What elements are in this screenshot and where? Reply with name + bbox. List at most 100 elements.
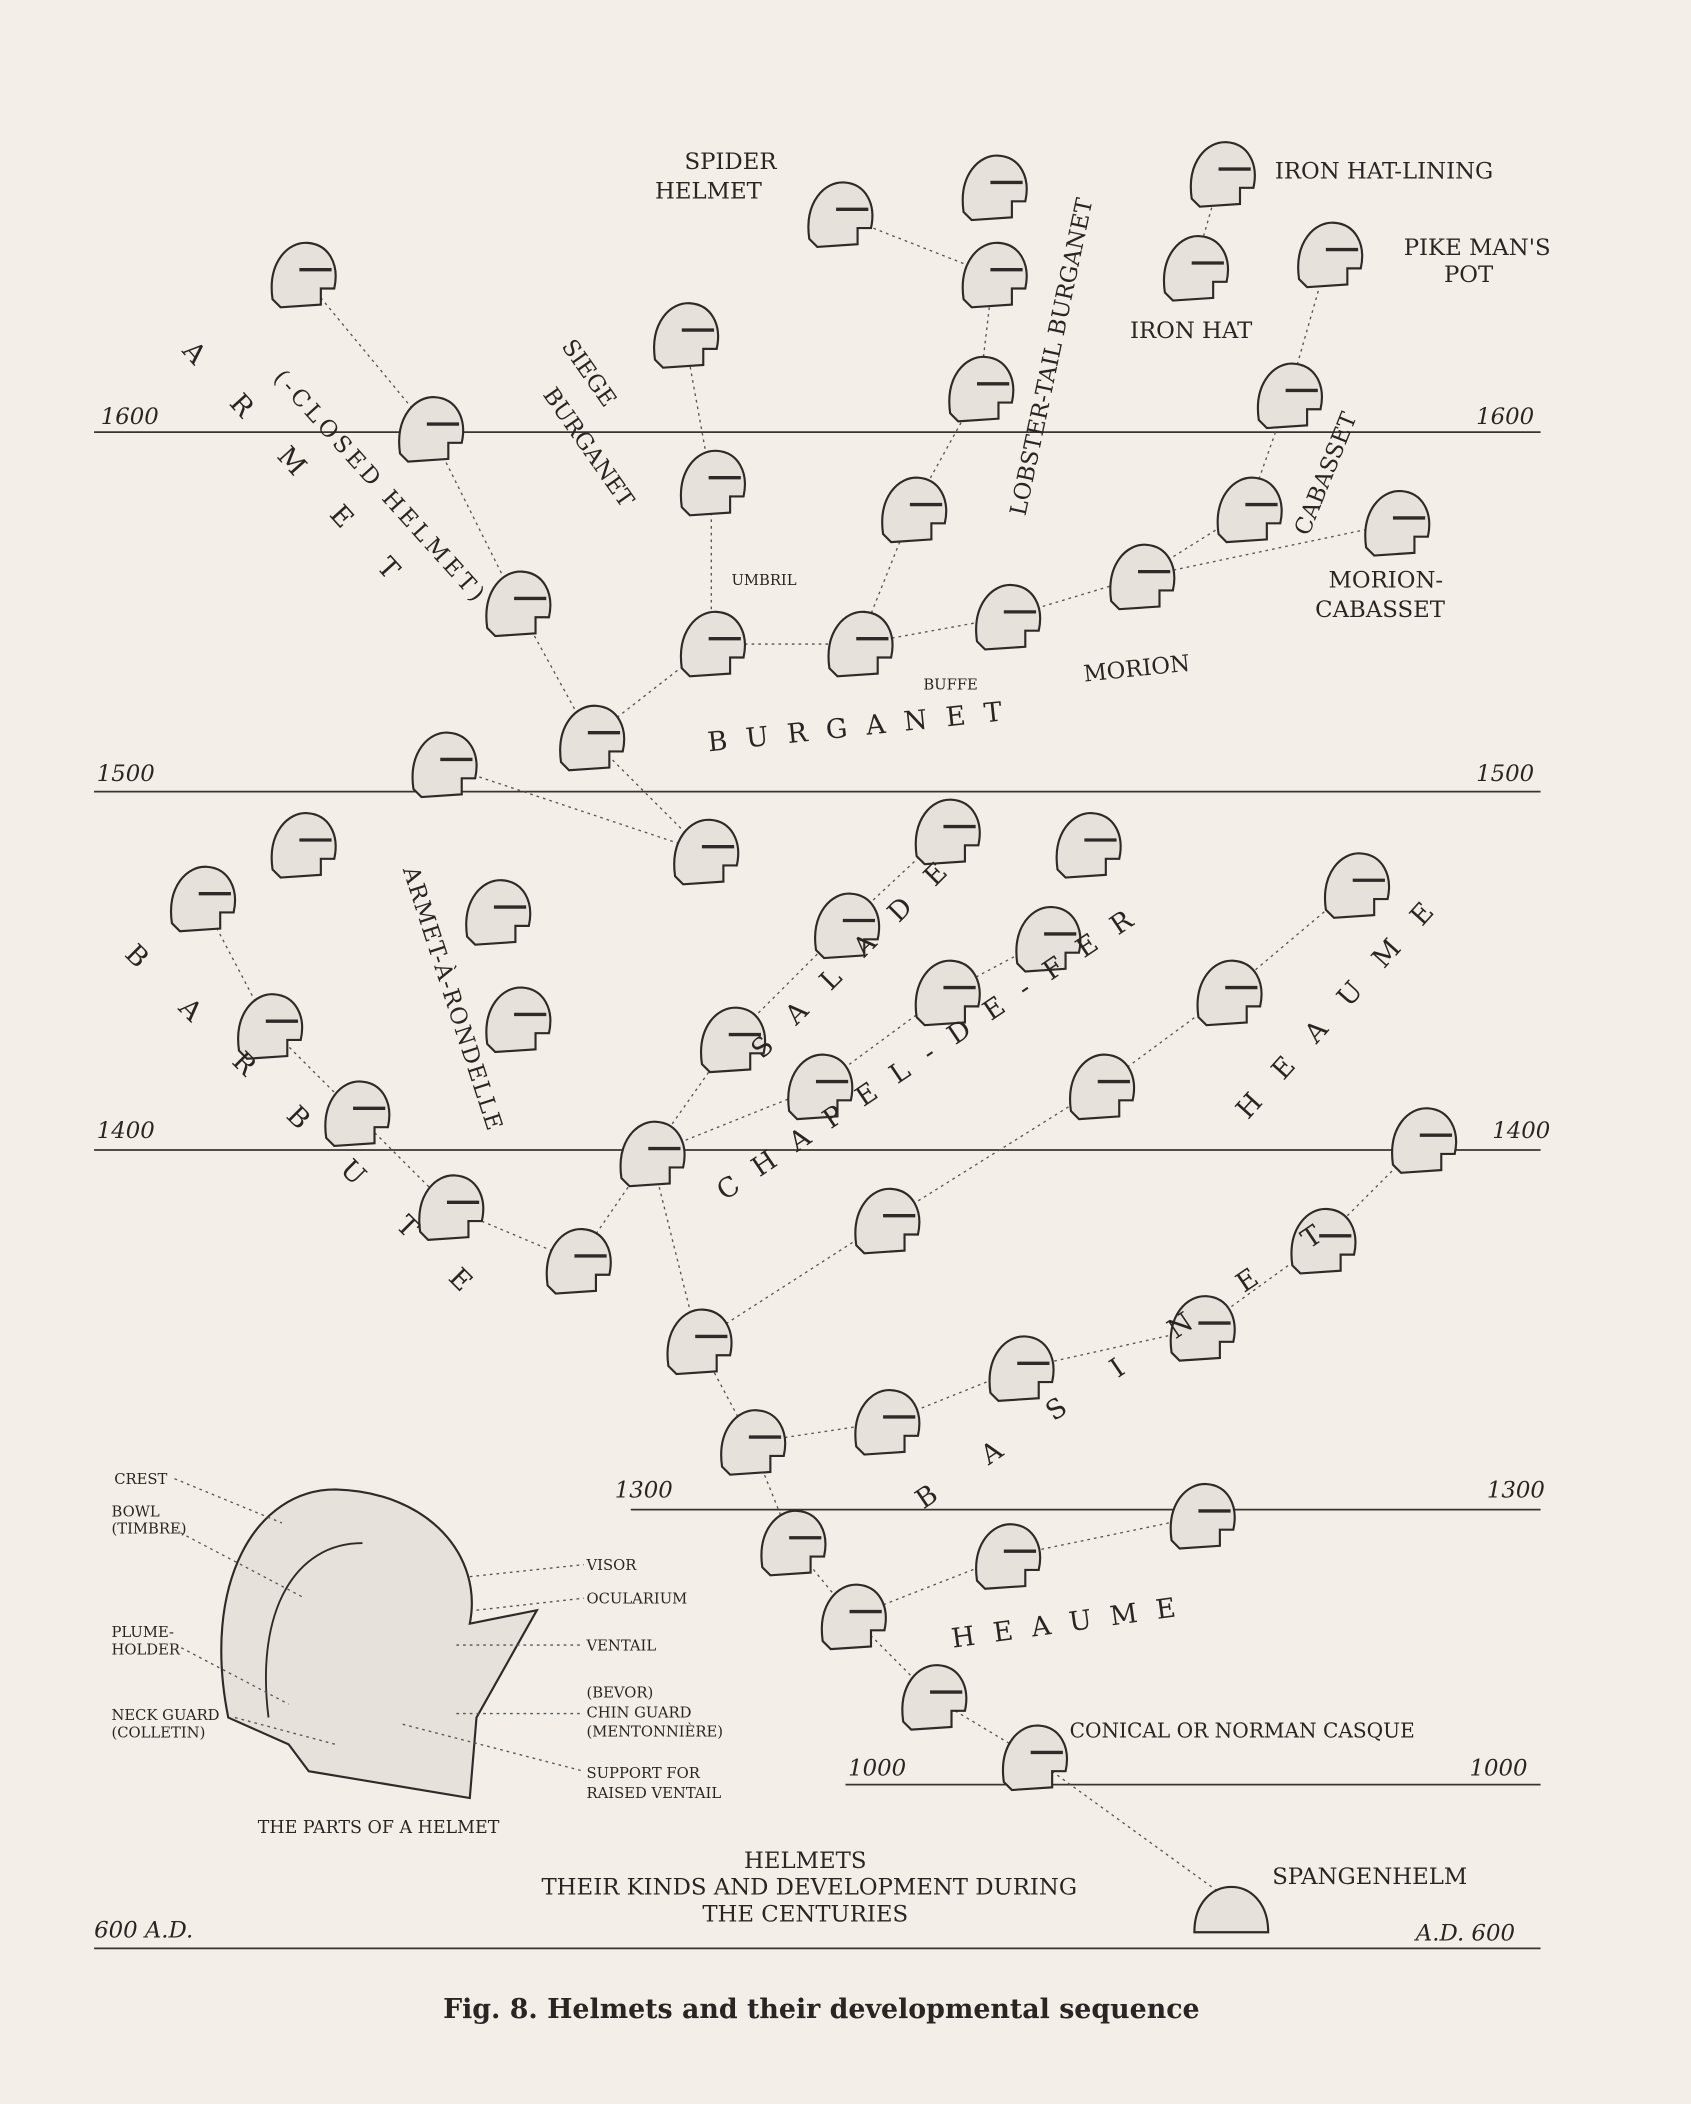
helmet-icon xyxy=(1001,1723,1069,1792)
helmet-icon xyxy=(270,811,338,880)
part-visor: VISOR xyxy=(586,1557,638,1574)
label-pikemans-pot-2: POT xyxy=(1444,262,1493,288)
year-1500-right: 1500 xyxy=(1476,761,1534,787)
label-morion-cabasset-2: CABASSET xyxy=(1315,597,1445,623)
helmet-icon xyxy=(826,610,895,678)
part-plume-holder: PLUME- xyxy=(112,1624,174,1641)
parts-of-helmet: CREST BOWL (TIMBRE) PLUME- HOLDER NECK G… xyxy=(112,1471,724,1838)
label-burganet: BURGANET xyxy=(706,695,1022,759)
part-neck-guard: NECK GUARD xyxy=(112,1707,220,1724)
helmet-icon xyxy=(665,1307,734,1376)
helmet-icon xyxy=(618,1120,687,1188)
title-line-3: THE CENTURIES xyxy=(702,1902,908,1928)
label-iron-hat: IRON HAT xyxy=(1130,318,1252,344)
year-600-left: 600 A.D. xyxy=(94,1918,193,1944)
helmet-icon xyxy=(464,878,532,947)
part-ventail: VENTAIL xyxy=(586,1637,657,1654)
part-chin-guard: CHIN GUARD xyxy=(587,1705,692,1722)
helmet-icon xyxy=(1216,475,1284,544)
label-spider-helmet-2: HELMET xyxy=(655,179,762,205)
part-bevor: (BEVOR) xyxy=(587,1684,654,1701)
label-pikemans-pot: PIKE MAN'S xyxy=(1404,235,1551,261)
helmet-icon xyxy=(169,865,237,933)
helmet-icon xyxy=(961,241,1029,309)
part-mentonniere: (MENTONNIÈRE) xyxy=(587,1722,724,1740)
label-basinet: BASINET xyxy=(910,1186,1377,1515)
year-1500-left: 1500 xyxy=(97,761,155,787)
part-neck-guard-2: (COLLETIN) xyxy=(112,1725,206,1742)
part-plume-holder-2: HOLDER xyxy=(112,1641,181,1658)
title-line-1: HELMETS xyxy=(744,1848,866,1874)
year-600-right: A.D. 600 xyxy=(1414,1920,1515,1946)
helmet-icon xyxy=(719,1408,787,1477)
helmet-icon xyxy=(1068,1052,1136,1121)
year-labels: 1600 1600 1500 1500 1400 1400 1300 1300 … xyxy=(94,404,1550,1946)
diagram-title: HELMETS THEIR KINDS AND DEVELOPMENT DURI… xyxy=(541,1848,1077,1928)
helmet-icon xyxy=(1296,221,1364,289)
label-armet: ARMET xyxy=(175,335,439,624)
helmet-icon xyxy=(820,1582,888,1651)
helmet-icon xyxy=(1195,959,1264,1027)
helmet-icon xyxy=(679,449,747,517)
helmet-icon xyxy=(806,180,875,249)
helmet-icon xyxy=(410,730,479,799)
label-umbril: UMBRIL xyxy=(731,572,796,589)
helmet-icon xyxy=(1323,851,1391,920)
helmet-icon xyxy=(974,583,1042,652)
helmet-icon xyxy=(1189,140,1257,209)
helmet-icon xyxy=(484,985,552,1054)
helmet-icon xyxy=(759,1509,828,1577)
label-iron-hat-lining: IRON HAT-LINING xyxy=(1275,158,1493,184)
label-siege-burganet: BURGANET xyxy=(537,383,638,512)
year-1300-right: 1300 xyxy=(1487,1477,1545,1503)
helmet-icon xyxy=(1108,543,1176,611)
helmet-icon xyxy=(1390,1106,1458,1175)
part-support-2: RAISED VENTAIL xyxy=(587,1785,722,1802)
label-morion-cabasset: MORION- xyxy=(1329,568,1444,594)
helmet-icon xyxy=(1162,234,1230,303)
helmet-icon xyxy=(853,1187,922,1255)
helmet-icon xyxy=(880,475,948,544)
label-heaume-lower: HEAUME xyxy=(950,1590,1197,1655)
helmet-icon xyxy=(900,1663,968,1732)
helmet-icon xyxy=(545,1227,613,1296)
helmet-icon xyxy=(1054,811,1123,880)
label-lobster-tail-burganet: LOBSTER-TAIL BURGANET xyxy=(1006,196,1099,518)
helmet-icon xyxy=(397,395,465,464)
parts-title: THE PARTS OF A HELMET xyxy=(258,1818,500,1838)
helmet-icon xyxy=(1256,361,1324,430)
year-1600-right: 1600 xyxy=(1476,404,1534,430)
spangenhelm-illustration xyxy=(1193,1885,1270,1934)
helmet-icon xyxy=(652,301,720,370)
helmet-icon xyxy=(558,704,626,772)
title-line-2: THEIR KINDS AND DEVELOPMENT DURING xyxy=(541,1875,1077,1901)
year-1000-right: 1000 xyxy=(1469,1755,1527,1781)
year-1600-left: 1600 xyxy=(101,404,159,430)
helmet-icon xyxy=(947,355,1015,424)
helmet-icon xyxy=(484,569,552,638)
year-1400-left: 1400 xyxy=(97,1118,155,1144)
year-1300-left: 1300 xyxy=(615,1477,673,1503)
helmet-icon xyxy=(1363,489,1431,558)
figure-caption: Fig. 8. Helmets and their developmental … xyxy=(443,1994,1200,2025)
part-bowl: BOWL xyxy=(112,1503,160,1520)
helmet-icon xyxy=(270,241,338,309)
timeline-lines xyxy=(94,431,1541,1950)
part-support: SUPPORT FOR xyxy=(587,1765,701,1782)
part-crest: CREST xyxy=(114,1471,167,1488)
year-1400-right: 1400 xyxy=(1492,1118,1550,1144)
helmet-icon xyxy=(672,818,740,886)
helmet-icon xyxy=(974,1522,1042,1591)
label-conical-norman-casque: CONICAL OR NORMAN CASQUE xyxy=(1070,1719,1415,1743)
helmet-icon xyxy=(679,610,747,678)
helmet-icon xyxy=(853,1388,922,1457)
label-spangenhelm: SPANGENHELM xyxy=(1272,1864,1467,1890)
helmet-icon xyxy=(1169,1482,1237,1551)
label-spider-helmet: SPIDER xyxy=(684,149,777,175)
helmet-icon xyxy=(987,1334,1056,1403)
helmet-icon xyxy=(961,153,1029,222)
part-bowl-2: (TIMBRE) xyxy=(112,1521,187,1538)
year-1000-left: 1000 xyxy=(848,1755,906,1781)
part-ocularium: OCULARIUM xyxy=(587,1590,688,1607)
